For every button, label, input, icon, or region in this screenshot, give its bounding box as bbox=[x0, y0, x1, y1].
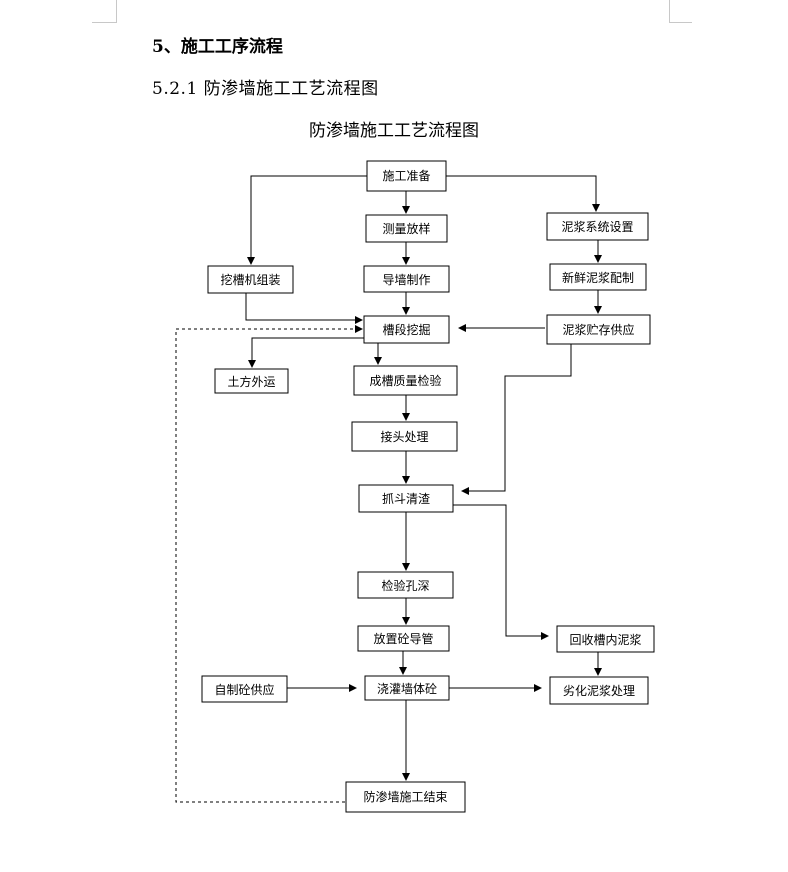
node-survey: 测量放样 bbox=[365, 214, 448, 243]
svg-text:泥浆贮存供应: 泥浆贮存供应 bbox=[562, 322, 634, 337]
node-freshslurry: 新鲜泥浆配制 bbox=[549, 263, 647, 291]
node-quality: 成槽质量检验 bbox=[353, 365, 458, 396]
node-recover: 回收槽内泥浆 bbox=[556, 625, 655, 653]
node-waste: 劣化泥浆处理 bbox=[549, 676, 649, 705]
node-joint: 接头处理 bbox=[351, 421, 458, 452]
edge-prep-slurrysys bbox=[446, 175, 600, 212]
node-machine: 挖槽机组装 bbox=[207, 265, 294, 294]
subsection-heading: 5.2.1 防渗墙施工工艺流程图 bbox=[152, 79, 379, 99]
node-prep: 施工准备 bbox=[366, 160, 447, 192]
svg-text:新鲜泥浆配制: 新鲜泥浆配制 bbox=[562, 270, 634, 285]
node-depth: 检验孔深 bbox=[357, 571, 454, 599]
svg-text:槽段挖掘: 槽段挖掘 bbox=[382, 322, 430, 337]
svg-text:挖槽机组装: 挖槽机组装 bbox=[220, 272, 280, 287]
svg-text:劣化泥浆处理: 劣化泥浆处理 bbox=[563, 683, 635, 698]
svg-text:浇灌墙体砼: 浇灌墙体砼 bbox=[377, 682, 437, 696]
svg-text:接头处理: 接头处理 bbox=[380, 429, 428, 444]
edge-clean-recover bbox=[453, 504, 549, 640]
node-soil: 土方外运 bbox=[214, 368, 289, 394]
svg-text:导墙制作: 导墙制作 bbox=[382, 273, 430, 287]
svg-text:施工准备: 施工准备 bbox=[382, 169, 430, 183]
node-clean: 抓斗清渣 bbox=[358, 484, 454, 513]
svg-text:检验孔深: 检验孔深 bbox=[381, 578, 429, 593]
edge-prep-machine bbox=[247, 175, 367, 265]
page-corner-mark-right bbox=[669, 0, 692, 23]
node-concrete: 自制砼供应 bbox=[201, 675, 288, 703]
svg-text:土方外运: 土方外运 bbox=[227, 374, 275, 389]
svg-text:防渗墙施工结束: 防渗墙施工结束 bbox=[363, 789, 447, 804]
flowchart-edges bbox=[175, 175, 602, 803]
svg-text:放置砼导管: 放置砼导管 bbox=[373, 631, 433, 646]
edge-finish-excavate-return bbox=[175, 325, 363, 803]
svg-text:自制砼供应: 自制砼供应 bbox=[214, 682, 274, 697]
node-pour: 浇灌墙体砼 bbox=[364, 675, 450, 701]
svg-text:回收槽内泥浆: 回收槽内泥浆 bbox=[569, 632, 641, 647]
svg-text:泥浆系统设置: 泥浆系统设置 bbox=[561, 219, 633, 234]
node-excavate: 槽段挖掘 bbox=[363, 315, 450, 344]
node-finish: 防渗墙施工结束 bbox=[345, 781, 466, 813]
page-corner-mark-left bbox=[92, 0, 117, 23]
svg-text:抓斗清渣: 抓斗清渣 bbox=[382, 492, 430, 506]
node-pipe: 放置砼导管 bbox=[357, 625, 450, 652]
node-guidewall: 导墙制作 bbox=[363, 265, 450, 293]
svg-text:成槽质量检验: 成槽质量检验 bbox=[369, 373, 441, 388]
node-slurrystore: 泥浆贮存供应 bbox=[546, 314, 651, 345]
node-slurrysys: 泥浆系统设置 bbox=[546, 212, 649, 241]
edge-machine-excavate bbox=[245, 293, 363, 324]
svg-text:测量放样: 测量放样 bbox=[382, 221, 430, 236]
edge-store-clean bbox=[461, 344, 572, 495]
section-heading: 5、施工工序流程 bbox=[152, 37, 283, 57]
edge-excavate-soil bbox=[248, 337, 366, 368]
flowchart-title: 防渗墙施工工艺流程图 bbox=[309, 121, 479, 141]
